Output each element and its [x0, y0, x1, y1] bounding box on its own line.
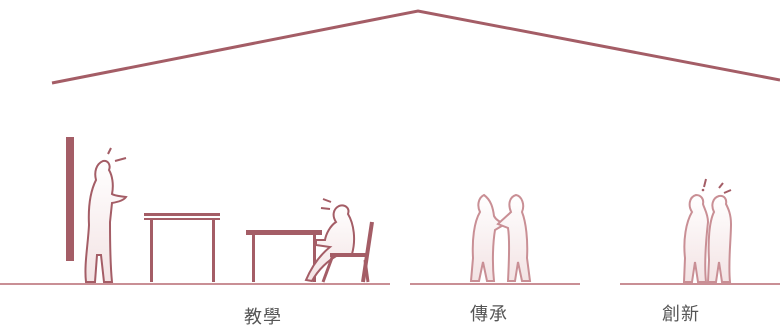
roof-outline: [51, 9, 780, 85]
student-thought-mark: [322, 198, 332, 203]
youth-figure: [496, 193, 532, 282]
elder-figure: [469, 193, 508, 282]
idea-mark: [703, 178, 707, 188]
label-inheritance: 傳承: [470, 304, 508, 325]
chair: [321, 221, 374, 283]
innovator-figure-right: [706, 194, 733, 283]
idea-mark: [723, 189, 732, 194]
teaching-scene: [66, 137, 374, 283]
innovator-figure-left: [682, 193, 710, 283]
teacher-figure: [84, 159, 128, 283]
teacher-speech-mark: [107, 147, 112, 155]
innovation-scene: [682, 178, 733, 283]
label-teaching: 教學: [244, 307, 282, 328]
inheritance-scene: [469, 193, 532, 282]
student-figure: [304, 204, 356, 283]
student-thought-mark: [320, 207, 331, 210]
idea-mark: [718, 182, 724, 189]
desk-right: [246, 230, 322, 282]
teacher-speech-mark: [114, 157, 127, 162]
idea-mark: [701, 188, 705, 192]
label-innovation: 創新: [662, 304, 700, 325]
blackboard: [66, 137, 74, 261]
table-left: [144, 213, 220, 282]
